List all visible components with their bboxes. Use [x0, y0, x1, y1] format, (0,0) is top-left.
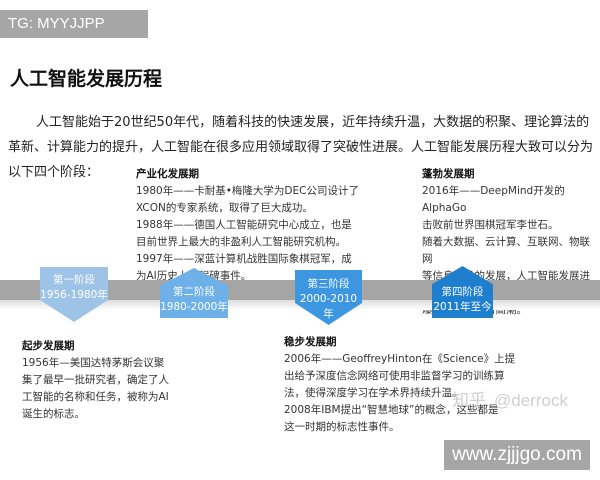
watermark-user: @derrock	[494, 391, 568, 410]
period-line: XCON的专家系统，取得了巨大成功。	[136, 202, 313, 214]
period-line: 2016年——DeepMind开发的AlphaGo	[422, 185, 565, 214]
period-line: 击败前世界围棋冠军李世石。	[422, 219, 559, 231]
period-heading: 蓬勃发展期	[422, 168, 475, 180]
period-line: 随着大数据、云计算、互联网、物联网	[422, 236, 590, 265]
stage-name: 第三阶段	[307, 278, 350, 290]
period-line: 1997年——深蓝计算机战胜国际象棋冠军，成	[136, 253, 352, 265]
intro-paragraph: 人工智能始于20世纪50年代，随着科技的快速发展，近年持续升温，大数据的积聚、理…	[8, 115, 594, 180]
period-line: 2008年IBM提出“智慧地球”的概念，这些都是	[284, 404, 499, 416]
stage-1: 第一阶段 1956-1980年	[40, 267, 108, 322]
watermark-zhihu: 知乎	[452, 391, 486, 410]
period-heading: 产业化发展期	[136, 168, 199, 180]
stage-name: 第一阶段	[53, 274, 95, 286]
period-heading: 起步发展期	[22, 340, 75, 352]
period-line: 集了最早一批研究者，确定了人	[22, 374, 169, 386]
period-steady: 稳步发展期 2006年——GeoffreyHinton在《Science》上提 …	[284, 334, 515, 436]
period-line: 工智能的名称和任务，被称为AI	[22, 391, 169, 403]
period-line: 诞生的标志。	[22, 408, 85, 420]
period-start: 起步发展期 1956年—美国达特茅斯会议聚 集了最早一批研究者，确定了人 工智能…	[22, 338, 169, 423]
period-line: 2006年——GeoffreyHinton在《Science》上提	[284, 353, 516, 365]
stage-3: 第三阶段 2000-2010年	[295, 270, 362, 325]
period-line: 1988年——德国人工智能研究中心成立，也是	[136, 219, 352, 231]
period-line: 目前世界上最大的非盈利人工智能研究机构。	[136, 236, 346, 248]
period-line: 出给予深度信念网络可使用非监督学习的训练算	[284, 370, 505, 382]
stage-name: 第四阶段	[441, 286, 484, 298]
period-heading: 稳步发展期	[284, 336, 337, 348]
tag-label: TG: MYYJJPP	[0, 10, 148, 38]
stage-name: 第二阶段	[173, 286, 215, 298]
period-line: 法，使得深度学习在学术界持续升温。	[284, 387, 463, 399]
period-line: 1980年——卡耐基•梅隆大学为DEC公司设计了	[136, 185, 359, 197]
page-title: 人工智能发展历程	[10, 68, 163, 90]
stage-period: 2000-2010年	[299, 293, 358, 320]
stage-period: 1956-1980年	[40, 289, 108, 301]
zhihu-watermark: 知乎 @derrock	[452, 386, 576, 411]
stage-period: 2011年至今	[433, 301, 492, 313]
period-line: 这一时期的标志性事件。	[284, 421, 400, 433]
site-watermark: www.zjjjgo.com	[444, 440, 590, 470]
period-industrial: 产业化发展期 1980年——卡耐基•梅隆大学为DEC公司设计了 XCON的专家系…	[136, 166, 359, 285]
period-line: 1956年—美国达特茅斯会议聚	[22, 357, 165, 369]
stage-period: 1980-2000年	[160, 301, 228, 313]
